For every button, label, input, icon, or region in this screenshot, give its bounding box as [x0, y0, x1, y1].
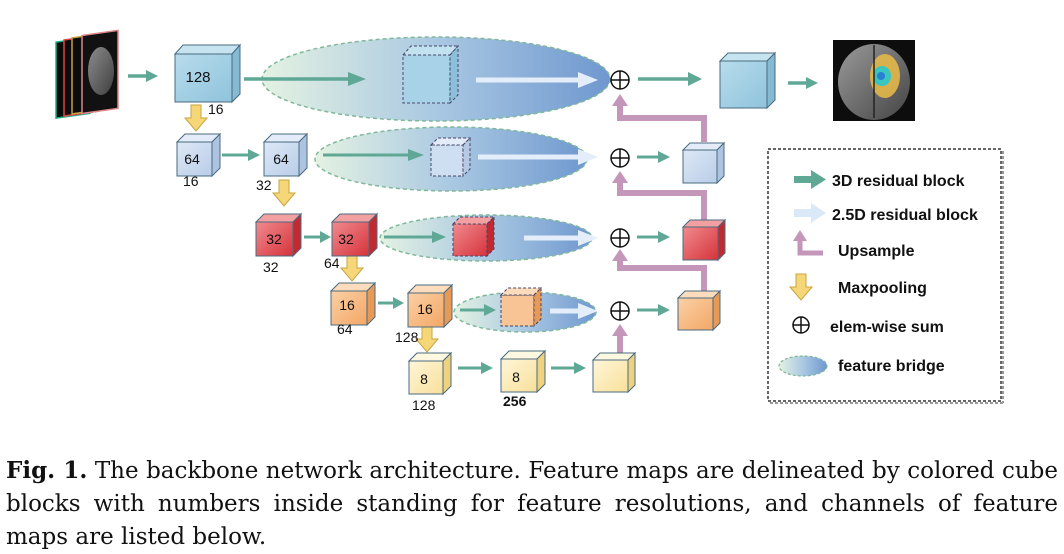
- cube-level1-decoder: [681, 141, 726, 185]
- upsample-arrowheads: [612, 94, 628, 336]
- circle-plus-icon: [792, 316, 810, 334]
- resolution-label: 16: [417, 301, 433, 317]
- residual-3d-arrow: [638, 72, 702, 86]
- caption-label: Fig. 1.: [6, 457, 88, 484]
- resolution-label: 64: [184, 151, 200, 167]
- cube-level0-output: [718, 51, 777, 110]
- residual-3d-arrow: [323, 149, 424, 161]
- residual-3d-arrow: [637, 231, 670, 243]
- cube-level0-bridge: [401, 44, 460, 105]
- residual-3d-arrow: [222, 149, 260, 161]
- cube-level1-a: [175, 132, 222, 178]
- yellow-down-arrow-icon: [339, 254, 365, 282]
- channels-label: 32: [256, 177, 272, 193]
- cube-level1-b: [262, 132, 309, 178]
- network-diagram: 128 16 64 16 64 32 32 32 32 64 16 64 16 …: [55, 29, 1004, 413]
- residual-3d-arrow: [378, 297, 404, 309]
- resolution-label: 8: [512, 369, 520, 385]
- residual-3d-arrow: [460, 304, 496, 316]
- channels-label: 256: [503, 393, 527, 409]
- channels-label: 16: [183, 173, 199, 189]
- residual-3d-arrow: [458, 362, 493, 374]
- channels-label: 32: [263, 259, 279, 275]
- residual-25d-arrow: [524, 230, 598, 246]
- yellow-down-arrow-icon: [788, 273, 814, 301]
- upsample-arrow: [617, 182, 707, 220]
- legend-label-feature-bridge: feature bridge: [838, 358, 945, 375]
- cube-level3-decoder: [676, 289, 722, 332]
- caption-text: The backbone network architecture. Featu…: [6, 458, 1058, 550]
- resolution-label: 64: [273, 151, 289, 167]
- residual-3d-arrow: [788, 77, 818, 89]
- residual-3d-arrow: [551, 362, 586, 374]
- figure-caption: Fig. 1. The backbone network architectur…: [6, 454, 1058, 554]
- cube-level4-b: [499, 349, 547, 394]
- elem-wise-sum-nodes: [610, 70, 630, 321]
- resolution-label: 8: [420, 371, 428, 387]
- channels-label: 128: [395, 329, 419, 345]
- legend-label-3d-residual: 3D residual block: [832, 173, 965, 190]
- legend-label-maxpooling: Maxpooling: [838, 280, 927, 297]
- resolution-label: 32: [266, 231, 282, 247]
- bridge-ellipse-icon: [778, 355, 828, 377]
- channels-label: 64: [337, 321, 353, 337]
- cube-level0-encoder: [173, 43, 242, 104]
- residual-3d-arrow: [244, 72, 366, 86]
- residual-25d-arrows: [476, 72, 598, 319]
- residual-25d-arrow: [550, 303, 598, 319]
- cube-level3-a: [329, 281, 377, 327]
- residual-25d-arrow: [476, 72, 598, 88]
- cube-level4-c: [591, 351, 637, 394]
- cube-level1-bridge: [429, 136, 472, 178]
- residual-3d-arrow: [637, 304, 670, 316]
- residual-3d-arrow: [128, 70, 158, 82]
- maxpool-arrows: [183, 104, 440, 353]
- teal-arrow-icon: [794, 170, 826, 189]
- output-segmentation-image: [833, 40, 915, 121]
- channels-label: 16: [208, 101, 224, 117]
- circle-plus-icon: [610, 301, 630, 321]
- cube-level3-bridge: [499, 286, 543, 328]
- circle-plus-icon: [610, 148, 630, 168]
- legend: 3D residual block 2.5D residual block Up…: [767, 148, 1004, 404]
- legend-label-upsample: Upsample: [838, 243, 915, 260]
- yellow-down-arrow-icon: [183, 104, 209, 132]
- cube-level4-a: [407, 351, 453, 396]
- legend-label-25d-residual: 2.5D residual block: [832, 207, 978, 224]
- input-mri-stack: [55, 29, 119, 119]
- yellow-down-arrow-icon: [414, 326, 440, 353]
- residual-3d-arrow: [637, 151, 670, 163]
- residual-3d-arrow: [304, 231, 331, 243]
- residual-3d-arrows: [128, 70, 818, 374]
- resolution-label: 32: [338, 231, 354, 247]
- cube-level3-b: [406, 283, 454, 329]
- feature-cubes: [173, 43, 777, 396]
- legend-label-elem-wise-sum: elem-wise sum: [830, 319, 944, 336]
- cube-level2-b: [330, 212, 379, 258]
- light-blue-arrow-icon: [794, 203, 826, 223]
- cube-level2-decoder: [681, 218, 727, 262]
- channels-label: 64: [324, 255, 340, 271]
- circle-plus-icon: [610, 70, 630, 90]
- residual-25d-arrow: [478, 149, 598, 165]
- purple-upsample-arrow-icon: [793, 230, 823, 256]
- circle-plus-icon: [610, 228, 630, 248]
- channels-label: 128: [412, 397, 436, 413]
- resolution-label: 16: [339, 297, 355, 313]
- resolution-label: 128: [185, 69, 210, 86]
- cube-level2-bridge: [451, 215, 496, 258]
- upsample-arrow: [617, 260, 707, 293]
- residual-3d-arrow: [384, 231, 446, 243]
- upsample-arrows: [617, 104, 707, 354]
- yellow-down-arrow-icon: [271, 179, 297, 207]
- upsample-arrow: [617, 104, 707, 142]
- cube-labels: 128 16 64 16 64 32 32 32 32 64 16 64 16 …: [183, 69, 527, 413]
- cube-level2-a: [254, 212, 303, 258]
